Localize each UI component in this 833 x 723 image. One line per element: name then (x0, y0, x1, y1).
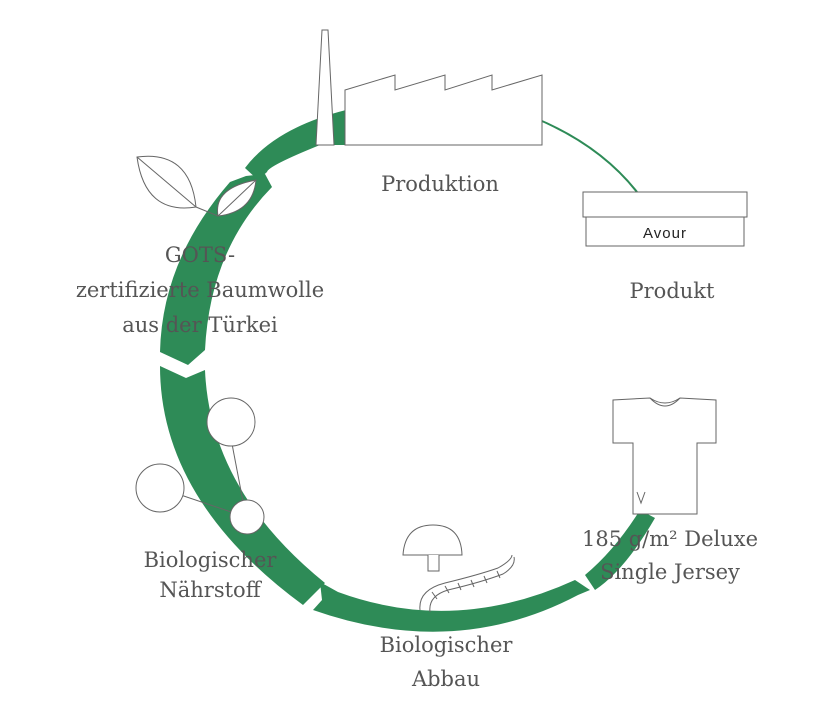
cycle-arc-left (160, 366, 325, 605)
production-label: Produktion (381, 172, 499, 196)
cycle-arc-bottom (313, 580, 590, 632)
product-brand: Avour (643, 225, 687, 242)
cotton-label-line2: zertifizierte Baumwolle (76, 278, 324, 302)
molecule-icon (135, 397, 265, 535)
cycle-arc-lower-right (585, 510, 655, 590)
nutrient-label-line1: Biologischer (144, 548, 278, 572)
leaf-icon (136, 155, 257, 217)
product-box-icon: Avour (582, 191, 748, 247)
nutrient-label-line2: Nährstoff (159, 578, 262, 602)
mushroom-worm-icon (402, 524, 515, 613)
degradation-label-line1: Biologischer (380, 633, 514, 657)
fabric-label-line2: Single Jersey (600, 560, 740, 584)
product-label: Produkt (630, 279, 716, 303)
cotton-label-line3: aus der Türkei (122, 313, 278, 337)
cotton-label-line1: GOTS- (165, 243, 235, 267)
cycle-thin-arc (534, 117, 638, 193)
factory-icon (315, 29, 543, 146)
tshirt-icon (612, 397, 717, 515)
fabric-label-line1: 185 g/m² Deluxe (582, 527, 758, 551)
degradation-label-line2: Abbau (411, 667, 480, 691)
cycle-arc-upper-left (160, 174, 272, 365)
